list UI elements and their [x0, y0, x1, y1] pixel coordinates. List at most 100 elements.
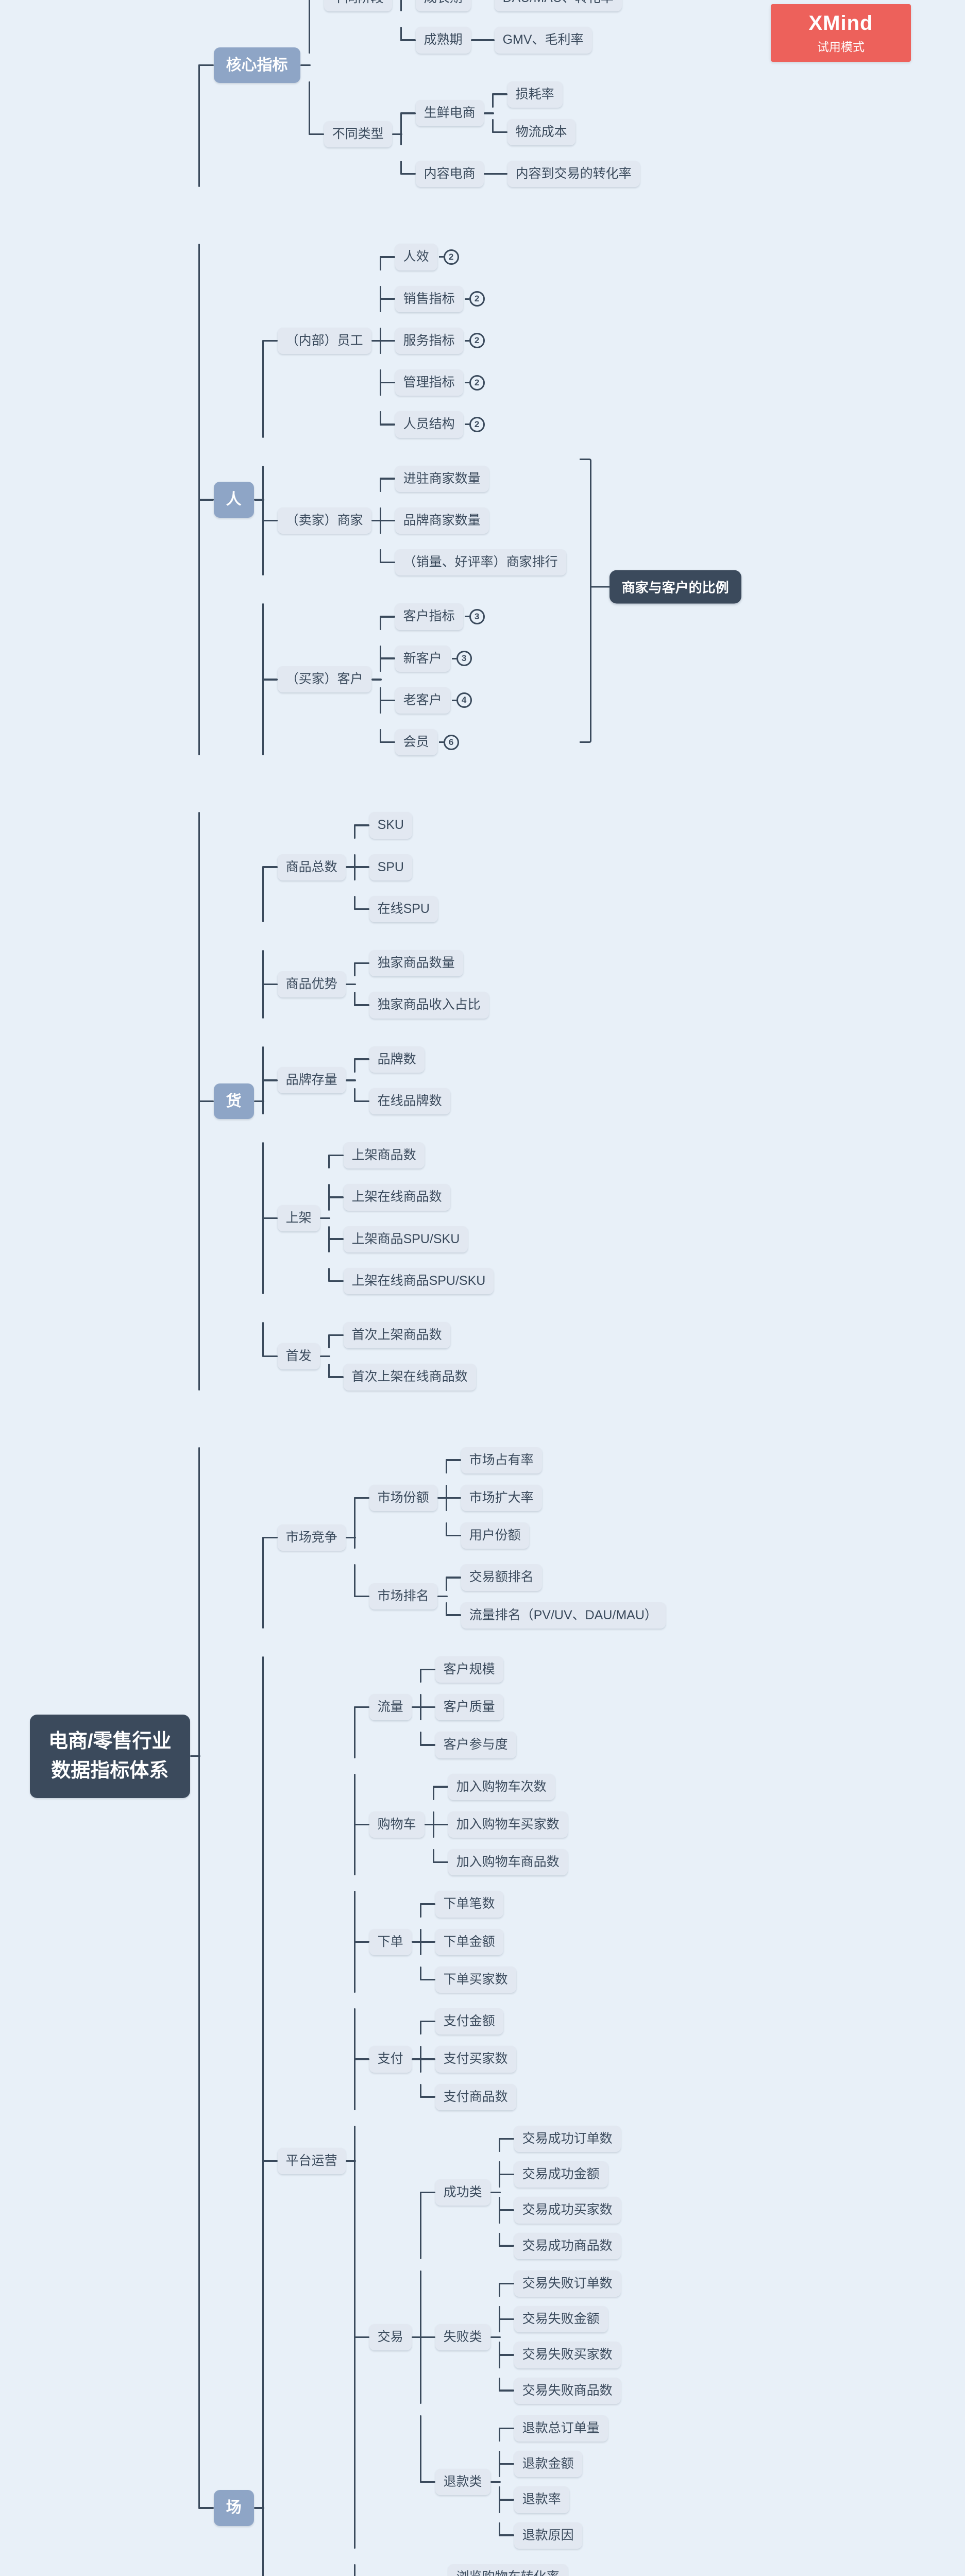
- sub-topic[interactable]: （买家）客户: [277, 666, 371, 693]
- sub-topic[interactable]: 上架商品数: [343, 1142, 425, 1169]
- sub-topic[interactable]: 管理指标: [395, 369, 463, 396]
- collapsed-count-badge[interactable]: 3: [464, 608, 485, 624]
- sub-topic[interactable]: 交易额排名: [461, 1564, 542, 1591]
- sub-topic[interactable]: 商品优势: [277, 971, 346, 997]
- sub-topic[interactable]: 服务指标: [395, 327, 463, 354]
- sub-topic[interactable]: 支付: [369, 2046, 412, 2073]
- sub-topic[interactable]: 流量排名（PV/UV、DAU/MAU）: [461, 1602, 666, 1629]
- main-topic[interactable]: 核心指标: [213, 47, 300, 83]
- sub-topic[interactable]: 上架: [277, 1205, 320, 1232]
- central-topic[interactable]: 电商/零售行业 数据指标体系: [30, 1714, 190, 1798]
- sub-topic[interactable]: 交易成功买家数: [514, 2197, 621, 2224]
- sub-topic[interactable]: 支付买家数: [435, 2046, 516, 2073]
- sub-topic[interactable]: SPU: [369, 854, 412, 880]
- sub-topic[interactable]: 人效: [395, 244, 437, 270]
- sub-topic[interactable]: 交易失败订单数: [514, 2270, 621, 2297]
- collapsed-count-badge[interactable]: 2: [464, 333, 485, 349]
- sub-topic[interactable]: 在线品牌数: [369, 1088, 450, 1114]
- sub-topic[interactable]: 品牌数: [369, 1046, 425, 1073]
- sub-topic[interactable]: 交易失败商品数: [514, 2377, 621, 2404]
- sub-topic[interactable]: 生鲜电商: [415, 100, 484, 127]
- sub-topic[interactable]: 进驻商家数量: [395, 465, 489, 492]
- sub-topic[interactable]: 支付商品数: [435, 2083, 516, 2110]
- sub-topic[interactable]: 用户份额: [461, 1522, 529, 1549]
- summary-callout-topic[interactable]: 商家与客户的比例: [590, 570, 741, 604]
- sub-topic[interactable]: 下单金额: [435, 1928, 503, 1955]
- collapsed-count-badge[interactable]: 3: [451, 651, 472, 667]
- sub-topic[interactable]: SKU: [369, 812, 412, 839]
- sub-topic[interactable]: 独家商品数量: [369, 950, 463, 977]
- sub-topic[interactable]: 客户指标: [395, 603, 463, 630]
- sub-topic[interactable]: 退款原因: [514, 2522, 582, 2549]
- sub-topic[interactable]: 市场竞争: [277, 1524, 346, 1551]
- sub-topic[interactable]: 下单笔数: [435, 1891, 503, 1918]
- sub-topic[interactable]: 购物车: [369, 1811, 425, 1838]
- sub-topic[interactable]: 下单: [369, 1928, 412, 1955]
- sub-topic[interactable]: （内部）员工: [277, 327, 371, 354]
- sub-topic[interactable]: 独家商品收入占比: [369, 992, 489, 1019]
- sub-topic[interactable]: 交易: [369, 2324, 412, 2350]
- sub-topic[interactable]: 商品总数: [277, 854, 346, 880]
- sub-topic[interactable]: 老客户: [395, 687, 450, 714]
- sub-topic[interactable]: 上架商品SPU/SKU: [343, 1226, 468, 1252]
- sub-topic[interactable]: 首次上架商品数: [343, 1322, 450, 1349]
- main-topic[interactable]: 场: [213, 2490, 254, 2526]
- sub-topic[interactable]: 退款率: [514, 2486, 569, 2513]
- sub-topic[interactable]: 内容到交易的转化率: [507, 161, 640, 188]
- main-topic[interactable]: 货: [213, 1083, 254, 1120]
- sub-topic[interactable]: 品牌商家数量: [395, 507, 489, 534]
- sub-topic[interactable]: 加入购物车次数: [448, 1773, 555, 1800]
- sub-topic[interactable]: 成熟期: [415, 27, 471, 54]
- sub-topic[interactable]: 交易失败买家数: [514, 2342, 621, 2368]
- sub-topic[interactable]: 失败类: [435, 2324, 490, 2350]
- sub-topic[interactable]: 物流成本: [507, 118, 575, 145]
- sub-topic[interactable]: 客户质量: [435, 1694, 503, 1721]
- sub-topic[interactable]: 首次上架在线商品数: [343, 1364, 476, 1391]
- sub-topic[interactable]: 退款总订单量: [514, 2415, 608, 2442]
- sub-topic[interactable]: 客户规模: [435, 1656, 503, 1683]
- sub-topic[interactable]: 人员结构: [395, 411, 463, 438]
- sub-topic[interactable]: 客户参与度: [435, 1732, 516, 1758]
- sub-topic[interactable]: （销量、好评率）商家排行: [395, 549, 566, 576]
- sub-topic[interactable]: 支付金额: [435, 2008, 503, 2035]
- sub-topic[interactable]: 新客户: [395, 645, 450, 672]
- sub-topic[interactable]: 上架在线商品SPU/SKU: [343, 1267, 494, 1294]
- sub-topic[interactable]: 下单买家数: [435, 1966, 516, 1993]
- sub-topic[interactable]: 交易成功商品数: [514, 2232, 621, 2259]
- collapsed-count-badge[interactable]: 2: [464, 416, 485, 432]
- sub-topic[interactable]: 在线SPU: [369, 895, 438, 922]
- collapsed-count-badge[interactable]: 4: [451, 692, 472, 708]
- sub-topic[interactable]: 加入购物车商品数: [448, 1849, 568, 1876]
- sub-topic[interactable]: DAU/MAU、转化率: [494, 0, 622, 12]
- sub-topic[interactable]: 退款金额: [514, 2451, 582, 2478]
- sub-topic[interactable]: 损耗率: [507, 81, 563, 108]
- sub-topic[interactable]: 交易成功订单数: [514, 2125, 621, 2152]
- collapsed-count-badge[interactable]: 2: [464, 375, 485, 391]
- sub-topic[interactable]: 市场扩大率: [461, 1484, 542, 1511]
- sub-topic[interactable]: 市场份额: [369, 1484, 437, 1511]
- sub-topic[interactable]: 不同阶段: [324, 0, 392, 12]
- sub-topic[interactable]: 交易成功金额: [514, 2161, 608, 2188]
- sub-topic[interactable]: 流量: [369, 1694, 412, 1721]
- sub-topic[interactable]: 品牌存量: [277, 1067, 346, 1094]
- sub-topic[interactable]: 加入购物车买家数: [448, 1811, 568, 1838]
- collapsed-count-badge[interactable]: 2: [438, 249, 459, 265]
- collapsed-count-badge[interactable]: 6: [438, 734, 459, 750]
- sub-topic[interactable]: 成长期: [415, 0, 471, 12]
- sub-topic[interactable]: 会员: [395, 729, 437, 756]
- sub-topic[interactable]: 市场排名: [369, 1583, 437, 1610]
- sub-topic[interactable]: 不同类型: [324, 121, 392, 147]
- sub-topic[interactable]: 退款类: [435, 2468, 490, 2495]
- sub-topic[interactable]: 市场占有率: [461, 1447, 542, 1473]
- sub-topic[interactable]: 上架在线商品数: [343, 1184, 450, 1211]
- collapsed-count-badge[interactable]: 2: [464, 291, 485, 307]
- sub-topic[interactable]: 交易失败金额: [514, 2306, 608, 2333]
- sub-topic[interactable]: 成功类: [435, 2179, 490, 2206]
- sub-topic[interactable]: 平台运营: [277, 2148, 346, 2175]
- sub-topic[interactable]: 浏览购物车转化率: [448, 2564, 568, 2576]
- sub-topic[interactable]: GMV、毛利率: [494, 27, 592, 54]
- sub-topic[interactable]: 销售指标: [395, 285, 463, 312]
- main-topic[interactable]: 人: [213, 482, 254, 518]
- sub-topic[interactable]: 内容电商: [415, 161, 484, 188]
- sub-topic[interactable]: 首发: [277, 1343, 320, 1369]
